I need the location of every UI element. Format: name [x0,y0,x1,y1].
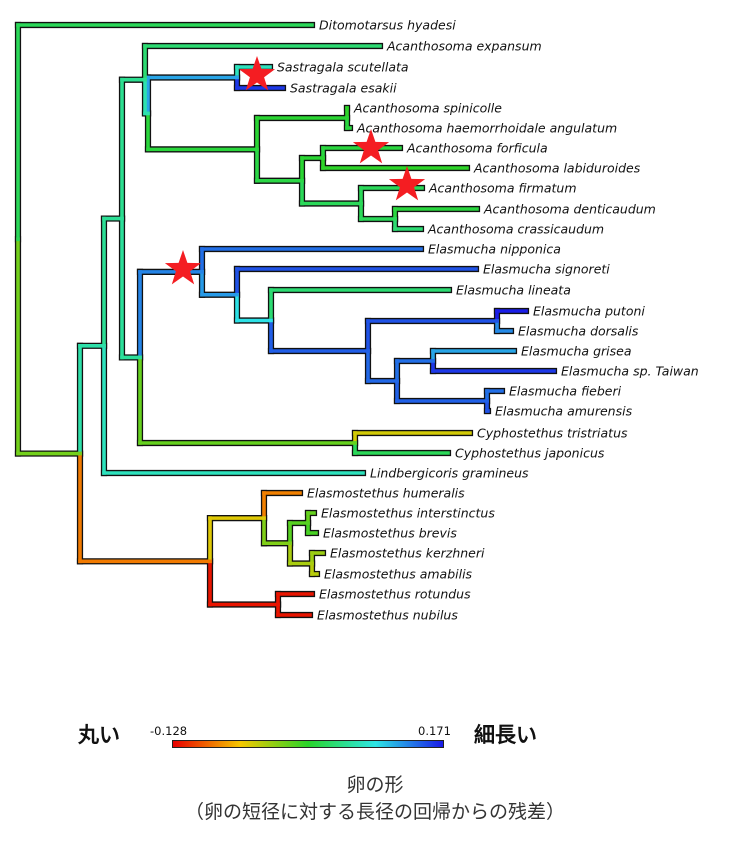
taxon-label: Elasmucha amurensis [495,404,633,419]
taxon-label: Elasmostethus amabilis [324,567,473,582]
taxon-label: Elasmucha nipponica [428,242,561,257]
taxon-label: Elasmucha sp. Taiwan [561,364,699,379]
legend-min-value: -0.128 [150,724,188,738]
taxon-label: Elasmostethus interstinctus [321,506,495,521]
star-icon [164,250,202,285]
taxon-label: Elasmucha fieberi [509,384,622,399]
taxon-label: Elasmucha putoni [533,304,645,319]
star-icon [352,129,390,164]
taxon-label: Elasmostethus nubilus [317,608,458,623]
legend-color-bar [172,740,444,748]
caption-subtitle: （卵の短径に対する長径の回帰からの残差） [184,801,565,823]
taxon-label: Acanthosoma spinicolle [353,101,502,116]
taxon-label: Acanthosoma denticaudum [483,202,656,217]
caption-title: 卵の形 [346,774,404,796]
taxon-label: Elasmucha signoreti [483,262,610,277]
node-markers [164,56,426,285]
taxon-label: Acanthosoma crassicaudum [427,222,604,237]
legend-max-value: 0.171 [418,724,451,738]
taxon-label: Ditomotarsus hyadesi [319,18,456,33]
taxon-label: Acanthosoma expansum [386,39,542,54]
taxon-label: Sastragala esakii [290,81,397,96]
taxon-label: Acanthosoma haemorrhoidale angulatum [356,121,617,136]
taxon-label: Acanthosoma firmatum [428,181,577,196]
taxon-label: Acanthosoma labiduroides [473,161,641,176]
taxon-label: Elasmucha grisea [521,344,631,359]
taxon-label: Cyphostethus japonicus [455,446,605,461]
taxon-label: Sastragala scutellata [277,60,409,75]
taxon-label: Elasmostethus kerzhneri [330,546,485,561]
taxon-label: Elasmostethus rotundus [319,587,471,602]
taxon-label: Elasmucha dorsalis [518,324,639,339]
taxon-label: Elasmucha lineata [456,283,571,298]
taxon-label: Cyphostethus tristriatus [477,426,628,441]
taxon-label: Lindbergicoris gramineus [370,466,529,481]
star-icon [238,56,276,91]
star-icon [388,166,426,201]
taxon-label: Elasmostethus brevis [323,526,457,541]
taxon-label: Acanthosoma forficula [406,141,548,156]
legend-left-label: 丸い [78,723,120,747]
taxon-label: Elasmostethus humeralis [307,486,465,501]
legend-right-label: 細長い [474,723,537,747]
